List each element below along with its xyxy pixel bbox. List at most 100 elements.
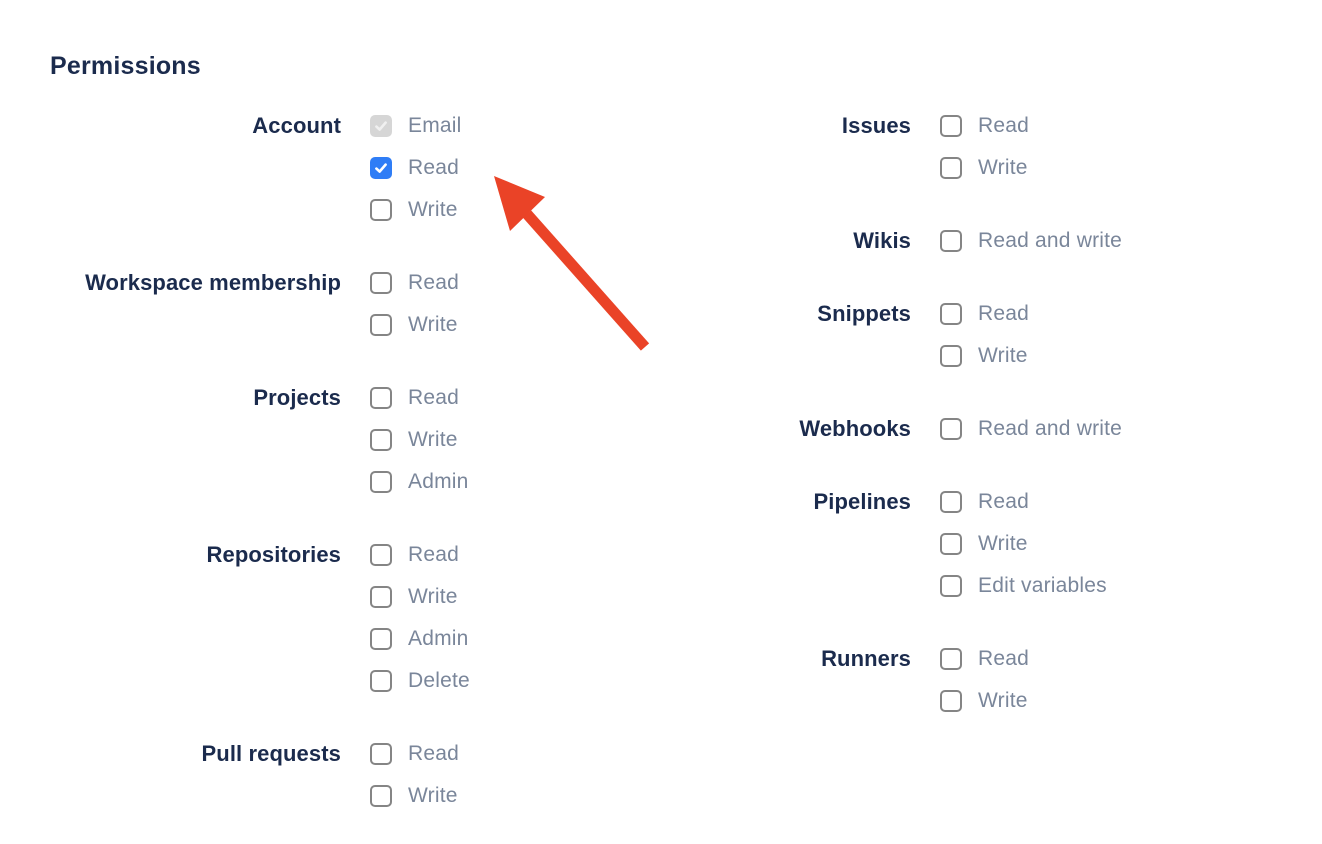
permission-options: Read and write: [940, 230, 1122, 272]
permissions-column-right: Issues Read Write Wikis Read and write S…: [650, 113, 1270, 844]
checkbox-label: Delete: [408, 669, 470, 692]
checkbox-label: Write: [408, 428, 458, 451]
checkbox-pipelines-write[interactable]: [940, 533, 962, 555]
permission-group-label: Pull requests: [201, 741, 341, 766]
checkbox-repositories-read[interactable]: [370, 544, 392, 566]
permission-option-account-write[interactable]: Write: [370, 199, 462, 221]
checkbox-label: Read: [408, 543, 460, 566]
checkbox-workspace-membership-read[interactable]: [370, 272, 392, 294]
permission-option-runners-write[interactable]: Write: [940, 690, 1029, 712]
permission-option-account-read[interactable]: Read: [370, 157, 462, 179]
permission-options: Read Write Admin Delete: [370, 544, 470, 712]
checkbox-label: Write: [978, 344, 1028, 367]
permission-option-issues-write[interactable]: Write: [940, 157, 1029, 179]
checkbox-account-write[interactable]: [370, 199, 392, 221]
checkbox-pipelines-edit-variables[interactable]: [940, 575, 962, 597]
permission-group-repositories: Repositories Read Write Admin Delete: [50, 542, 650, 712]
permission-option-wikis-read-and-write[interactable]: Read and write: [940, 230, 1122, 252]
checkbox-label: Read: [978, 114, 1030, 137]
permission-group-pipelines: Pipelines Read Write Edit variables: [650, 489, 1270, 617]
permission-group-workspace-membership: Workspace membership Read Write: [50, 270, 650, 356]
permission-option-pull-requests-read[interactable]: Read: [370, 743, 459, 765]
permission-group-label: Repositories: [206, 542, 341, 567]
page-title: Permissions: [50, 52, 201, 80]
permission-option-pipelines-read[interactable]: Read: [940, 491, 1107, 513]
permission-option-workspace-membership-write[interactable]: Write: [370, 314, 459, 336]
checkbox-runners-read[interactable]: [940, 648, 962, 670]
permission-options: Read Write Admin: [370, 387, 469, 513]
permission-group-snippets: Snippets Read Write: [650, 301, 1270, 387]
permission-option-repositories-admin[interactable]: Admin: [370, 628, 470, 650]
permission-group-label: Workspace membership: [85, 270, 341, 295]
permission-group-label: Runners: [821, 646, 911, 671]
checkbox-label: Read: [408, 271, 460, 294]
permission-group-label: Wikis: [853, 228, 911, 253]
permission-group-label: Projects: [253, 385, 341, 410]
checkbox-label: Edit variables: [978, 574, 1107, 597]
permission-option-projects-write[interactable]: Write: [370, 429, 469, 451]
permission-group-pull-requests: Pull requests Read Write: [50, 741, 650, 827]
checkbox-projects-read[interactable]: [370, 387, 392, 409]
checkbox-label: Admin: [408, 627, 469, 650]
permission-group-projects: Projects Read Write Admin: [50, 385, 650, 513]
checkbox-workspace-membership-write[interactable]: [370, 314, 392, 336]
checkbox-repositories-write[interactable]: [370, 586, 392, 608]
checkbox-webhooks-read-and-write[interactable]: [940, 418, 962, 440]
permission-options: Read Write: [370, 272, 459, 356]
checkbox-repositories-admin[interactable]: [370, 628, 392, 650]
permissions-column-left: Account Email Read Write Workspace membe…: [50, 113, 650, 844]
checkbox-label: Read and write: [978, 417, 1123, 440]
checkbox-projects-write[interactable]: [370, 429, 392, 451]
permission-group-runners: Runners Read Write: [650, 646, 1270, 732]
permission-option-projects-admin[interactable]: Admin: [370, 471, 469, 493]
permission-option-pull-requests-write[interactable]: Write: [370, 785, 459, 807]
checkbox-label: Write: [978, 156, 1028, 179]
permission-group-label: Pipelines: [813, 489, 911, 514]
checkbox-label: Write: [408, 585, 458, 608]
checkbox-label: Read: [978, 647, 1030, 670]
permission-option-runners-read[interactable]: Read: [940, 648, 1029, 670]
checkbox-pull-requests-read[interactable]: [370, 743, 392, 765]
permission-option-snippets-read[interactable]: Read: [940, 303, 1029, 325]
permission-option-pipelines-edit-variables[interactable]: Edit variables: [940, 575, 1107, 597]
permission-option-workspace-membership-read[interactable]: Read: [370, 272, 459, 294]
permission-options: Read Write: [370, 743, 459, 827]
checkbox-label: Read: [408, 742, 460, 765]
permission-option-issues-read[interactable]: Read: [940, 115, 1029, 137]
permission-option-repositories-write[interactable]: Write: [370, 586, 470, 608]
permission-option-repositories-read[interactable]: Read: [370, 544, 470, 566]
checkbox-wikis-read-and-write[interactable]: [940, 230, 962, 252]
checkbox-label: Read: [408, 386, 460, 409]
permission-option-webhooks-read-and-write[interactable]: Read and write: [940, 418, 1122, 440]
permission-option-snippets-write[interactable]: Write: [940, 345, 1029, 367]
permission-group-label: Issues: [841, 113, 911, 138]
checkbox-runners-write[interactable]: [940, 690, 962, 712]
permission-group-label: Snippets: [817, 301, 911, 326]
permission-options: Read Write: [940, 115, 1029, 199]
checkbox-snippets-read[interactable]: [940, 303, 962, 325]
checkbox-projects-admin[interactable]: [370, 471, 392, 493]
checkbox-label: Admin: [408, 470, 469, 493]
permission-options: Read and write: [940, 418, 1122, 460]
permissions-columns: Account Email Read Write Workspace membe…: [50, 113, 1322, 844]
permission-group-label: Account: [252, 113, 341, 138]
checkbox-issues-read[interactable]: [940, 115, 962, 137]
checkbox-snippets-write[interactable]: [940, 345, 962, 367]
permission-option-account-email: Email: [370, 115, 462, 137]
checkbox-pull-requests-write[interactable]: [370, 785, 392, 807]
permission-options: Read Write: [940, 303, 1029, 387]
checkbox-pipelines-read[interactable]: [940, 491, 962, 513]
checkbox-repositories-delete[interactable]: [370, 670, 392, 692]
checkbox-account-read[interactable]: [370, 157, 392, 179]
permission-option-projects-read[interactable]: Read: [370, 387, 469, 409]
checkbox-label: Write: [408, 784, 458, 807]
checkbox-label: Write: [408, 313, 458, 336]
checkbox-label: Read: [408, 156, 460, 179]
permission-options: Email Read Write: [370, 115, 462, 241]
permission-option-pipelines-write[interactable]: Write: [940, 533, 1107, 555]
checkbox-issues-write[interactable]: [940, 157, 962, 179]
permission-option-repositories-delete[interactable]: Delete: [370, 670, 470, 692]
checkbox-label: Read: [978, 490, 1030, 513]
